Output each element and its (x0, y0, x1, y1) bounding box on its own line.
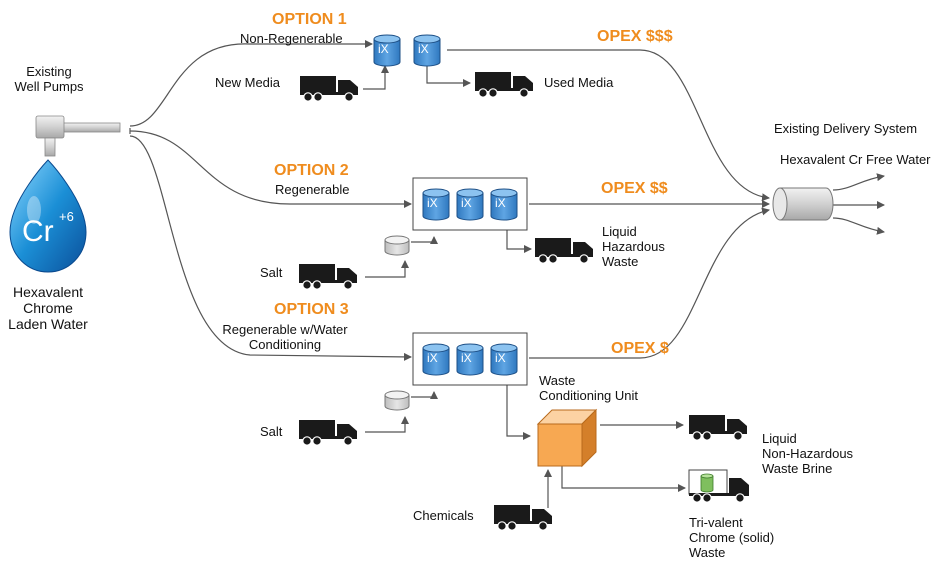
option2-title: OPTION 2 (274, 162, 349, 179)
option3-vessel-label-2: iX (461, 351, 472, 365)
option2-vessel-label-3: iX (495, 196, 506, 210)
chemicals-label: Chemicals (413, 508, 474, 523)
option2-subtitle: Regenerable (275, 182, 350, 197)
option2-salt-icon (384, 235, 410, 256)
option3-salt-label: Salt (260, 424, 283, 439)
option1-opex: OPEX $$$ (597, 28, 673, 45)
water-label: Hexavalent Chrome Laden Water (8, 284, 88, 332)
option3-title: OPTION 3 (274, 301, 349, 318)
option2-opex: OPEX $$ (601, 180, 668, 197)
chemicals-truck-icon (493, 504, 553, 531)
chrome-droplet-icon (9, 159, 87, 273)
option2-vessel-label-2: iX (461, 196, 472, 210)
brine-label: Liquid Non-Hazardous Waste Brine (762, 431, 854, 476)
option3-subtitle: Regenerable w/Water Conditioning (222, 322, 348, 352)
option2-salt-label: Salt (260, 265, 283, 280)
trivalent-waste-truck-icon (688, 469, 749, 503)
option3-vessel-label-1: iX (427, 351, 438, 365)
delivery-system-label: Existing Delivery System (774, 121, 918, 136)
option3-opex: OPEX $ (611, 340, 669, 357)
flow-lines (129, 40, 885, 508)
hazardous-waste-label: Liquid Hazardous Waste (602, 224, 665, 269)
free-water-label: Hexavalent Cr Free Water (780, 152, 931, 167)
hazardous-waste-truck-icon (534, 237, 594, 264)
conditioning-unit-label: Waste Conditioning Unit (539, 373, 639, 403)
option2-salt-truck-icon (298, 263, 358, 290)
used-media-truck-icon (474, 71, 534, 98)
option1-subtitle: Non-Regenerable (240, 31, 343, 46)
new-media-truck-icon (299, 75, 359, 102)
option3-salt-icon (384, 390, 410, 411)
droplet-symbol: Cr (22, 215, 54, 248)
brine-truck-icon (688, 414, 748, 441)
option1-title: OPTION 1 (272, 11, 347, 28)
new-media-label: New Media (215, 75, 281, 90)
option3-vessel-label-3: iX (495, 351, 506, 365)
option2-vessel-label-1: iX (427, 196, 438, 210)
pumps-label: Existing Well Pumps (14, 64, 84, 94)
droplet-charge: +6 (59, 209, 74, 224)
option3-salt-truck-icon (298, 419, 358, 446)
option1-vessel-label-2: iX (418, 42, 429, 56)
delivery-pipe-icon (772, 187, 834, 221)
well-pump-icon (35, 115, 121, 157)
waste-conditioning-unit-icon (536, 408, 598, 468)
used-media-label: Used Media (544, 75, 614, 90)
option1-vessel-label-1: iX (378, 42, 389, 56)
trivalent-label: Tri-valent Chrome (solid) Waste (689, 515, 775, 560)
